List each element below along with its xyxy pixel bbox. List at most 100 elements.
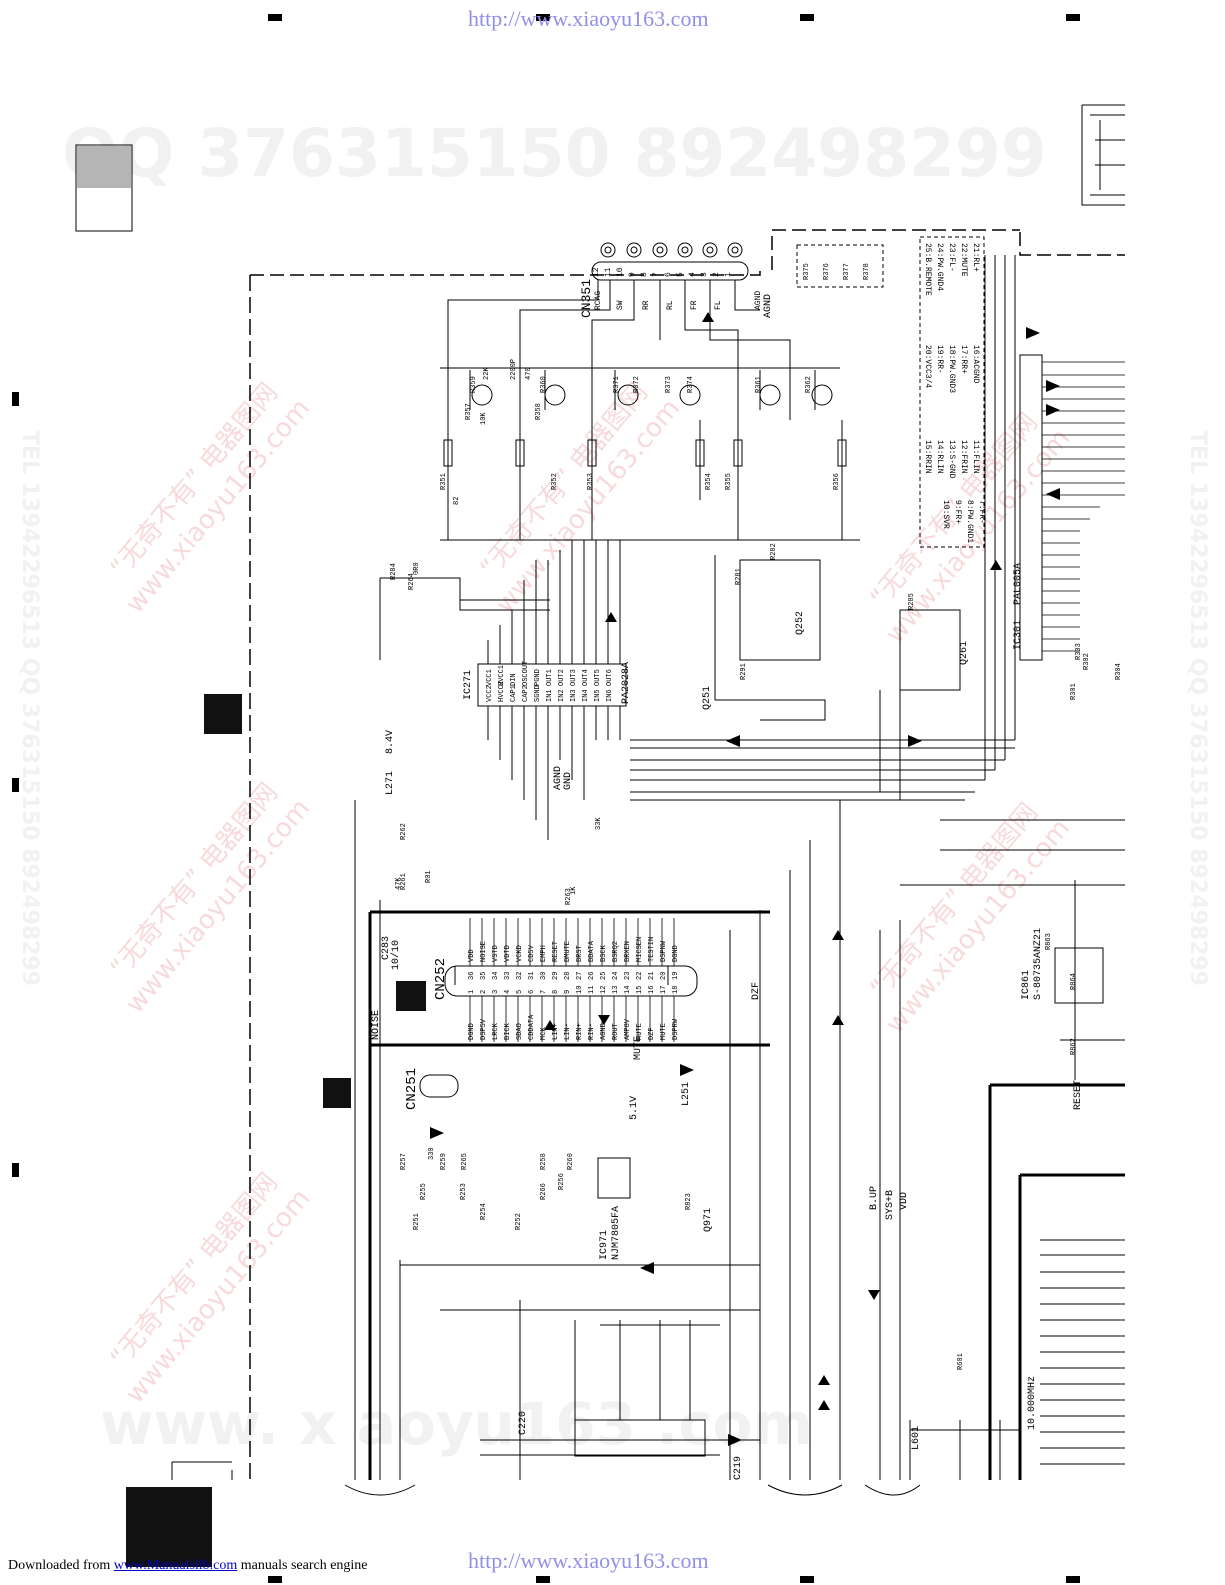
- resistor-label: R263: [565, 888, 573, 905]
- ic271-pin-name: IN5: [594, 689, 602, 702]
- ic271-pin-name: OUT1: [546, 669, 554, 686]
- cn252-signal: AMP8V: [624, 1018, 632, 1040]
- footer-link[interactable]: www.Manualslib.com: [113, 1558, 238, 1573]
- ic971-body: [597, 1157, 631, 1199]
- resistor-label: R823: [685, 1193, 693, 1210]
- voltage-51-label: 5.1V: [629, 1096, 640, 1120]
- ic271-pin-name: IN4: [582, 689, 590, 702]
- c283-label: C283: [381, 936, 392, 960]
- cn252-signal: RESET: [552, 941, 560, 962]
- ic271-pin-name: CAP1: [510, 685, 518, 702]
- q291-lines: [714, 555, 826, 721]
- cn252-pin: 4: [504, 990, 512, 994]
- ic301-pin-table-box: [919, 236, 985, 548]
- ic271-pin-name: OSCOUT: [522, 661, 530, 686]
- cn351-pin: 6: [664, 272, 673, 277]
- agnd-label-2: AGND: [553, 766, 564, 790]
- ic301-pin-name: 14:RLIN: [935, 440, 944, 474]
- resistor-label: R371: [613, 376, 621, 393]
- ic271-pin-name: OUT6: [606, 669, 614, 686]
- noise-label: NOISE: [371, 1010, 382, 1040]
- value-label: 82: [453, 497, 461, 505]
- value-label: 10K: [480, 412, 488, 425]
- resistor-label: R354: [705, 473, 713, 490]
- resistor-label: R304: [1115, 663, 1123, 680]
- cn252-pin: 9: [564, 990, 572, 994]
- cn252-label: CN252: [433, 958, 449, 1000]
- resistor-label: R302: [1083, 653, 1091, 670]
- ic301-body: [1019, 354, 1043, 661]
- cn252-pin: 7: [540, 990, 548, 994]
- cn252-pin: 21: [648, 972, 656, 980]
- reset-label: RESET: [1073, 1080, 1084, 1110]
- c219-label: C219: [733, 1456, 744, 1480]
- resistor-label: R372: [633, 376, 641, 393]
- sys-label: SYS+B: [885, 1190, 896, 1220]
- q251-label: Q251: [702, 686, 713, 710]
- footer-url[interactable]: http://www.xiaoyu163.com: [468, 1548, 709, 1573]
- voltage-84-label: 8.4V: [385, 730, 396, 754]
- ic301-pin-name: 17:RR+: [959, 345, 968, 374]
- ic271-pin-name: OUT4: [582, 669, 590, 686]
- ic271-pin-name: OUT5: [594, 669, 602, 686]
- cn252-pin: 30: [540, 972, 548, 980]
- cn252-pin: 12: [600, 986, 608, 994]
- ic-bottom-block: [574, 1419, 706, 1457]
- cn252-signal: RIN+: [576, 1023, 584, 1040]
- corner-bracket: [171, 1461, 233, 1480]
- cn252-signal: BRXEN: [624, 941, 632, 962]
- cn252-signal: VSTD: [492, 945, 500, 962]
- value-label: 47K: [395, 877, 403, 890]
- ic301-pin-name: 16:ACGND: [971, 345, 980, 384]
- ic301-pin-name: 9:FR+: [953, 500, 962, 524]
- resistor-label: R863: [1045, 933, 1053, 950]
- ic301-pin-name: 15:RRIN: [923, 440, 932, 474]
- cn252-signal: BDATA: [588, 940, 596, 962]
- resistor-label: R281: [735, 568, 743, 585]
- cn252-signal: MICSEN: [636, 937, 644, 962]
- ic301-part-label: PAL005A: [1013, 563, 1024, 605]
- signal-arrows: [430, 312, 1060, 1446]
- ic861-label: IC861: [1021, 970, 1032, 1000]
- ic301-pin-name: 12:FRIN: [959, 440, 968, 474]
- cn252-pin: 14: [624, 986, 632, 994]
- header-url[interactable]: http://www.xiaoyu163.com: [468, 6, 709, 31]
- wire-bundle-ends: [344, 1484, 921, 1496]
- cn252-pin: 3: [492, 990, 500, 994]
- cn252-pin: 29: [552, 972, 560, 980]
- cn351-signal: FR: [690, 300, 699, 310]
- cn351-pin: 3: [700, 272, 709, 277]
- crop-mark: [536, 14, 550, 21]
- resistor-label: R357: [465, 403, 473, 420]
- value-label: 2200P: [510, 359, 518, 380]
- cn252-pin: 23: [624, 972, 632, 980]
- value-label: 470: [525, 367, 533, 380]
- cn252-pin: 8: [552, 990, 560, 994]
- resistor-label: R260: [567, 1153, 575, 1170]
- cn252-pin: 10: [576, 986, 584, 994]
- cn252-signal: RIN-: [588, 1023, 596, 1040]
- cn252-signal: DZF: [648, 1027, 656, 1040]
- resistor-label: R258: [540, 1153, 548, 1170]
- resistor-label: R265: [461, 1153, 469, 1170]
- cn252-signal: LRCK: [492, 1022, 500, 1040]
- watermark-bottom-web: www. x aoyu163 .com: [100, 1390, 813, 1458]
- cn252-pin: 15: [636, 986, 644, 994]
- ic271-pin-name: DIN: [510, 673, 518, 686]
- cn252-pin: 1: [468, 990, 476, 994]
- ic301-pin-name: 8:PW.GND1: [965, 500, 974, 543]
- cn251-label: CN251: [404, 1068, 420, 1110]
- resistor-label: R355: [725, 473, 733, 490]
- crop-mark: [800, 1576, 814, 1583]
- resistor-label: R284: [390, 563, 398, 580]
- ic301-pin-name: 18:PW.GND3: [947, 345, 956, 393]
- resistor-label: R376: [823, 263, 831, 280]
- ic301-pin-name: 19:RR-: [935, 345, 944, 374]
- resistor-label: R252: [515, 1213, 523, 1230]
- cn351-bus: [447, 280, 791, 370]
- long-verticals: [729, 800, 901, 1480]
- cn351-signal: RR: [642, 300, 651, 310]
- q261-frame: [899, 609, 961, 691]
- ic271-supply: [379, 577, 550, 660]
- ic861-body: [1054, 947, 1104, 1004]
